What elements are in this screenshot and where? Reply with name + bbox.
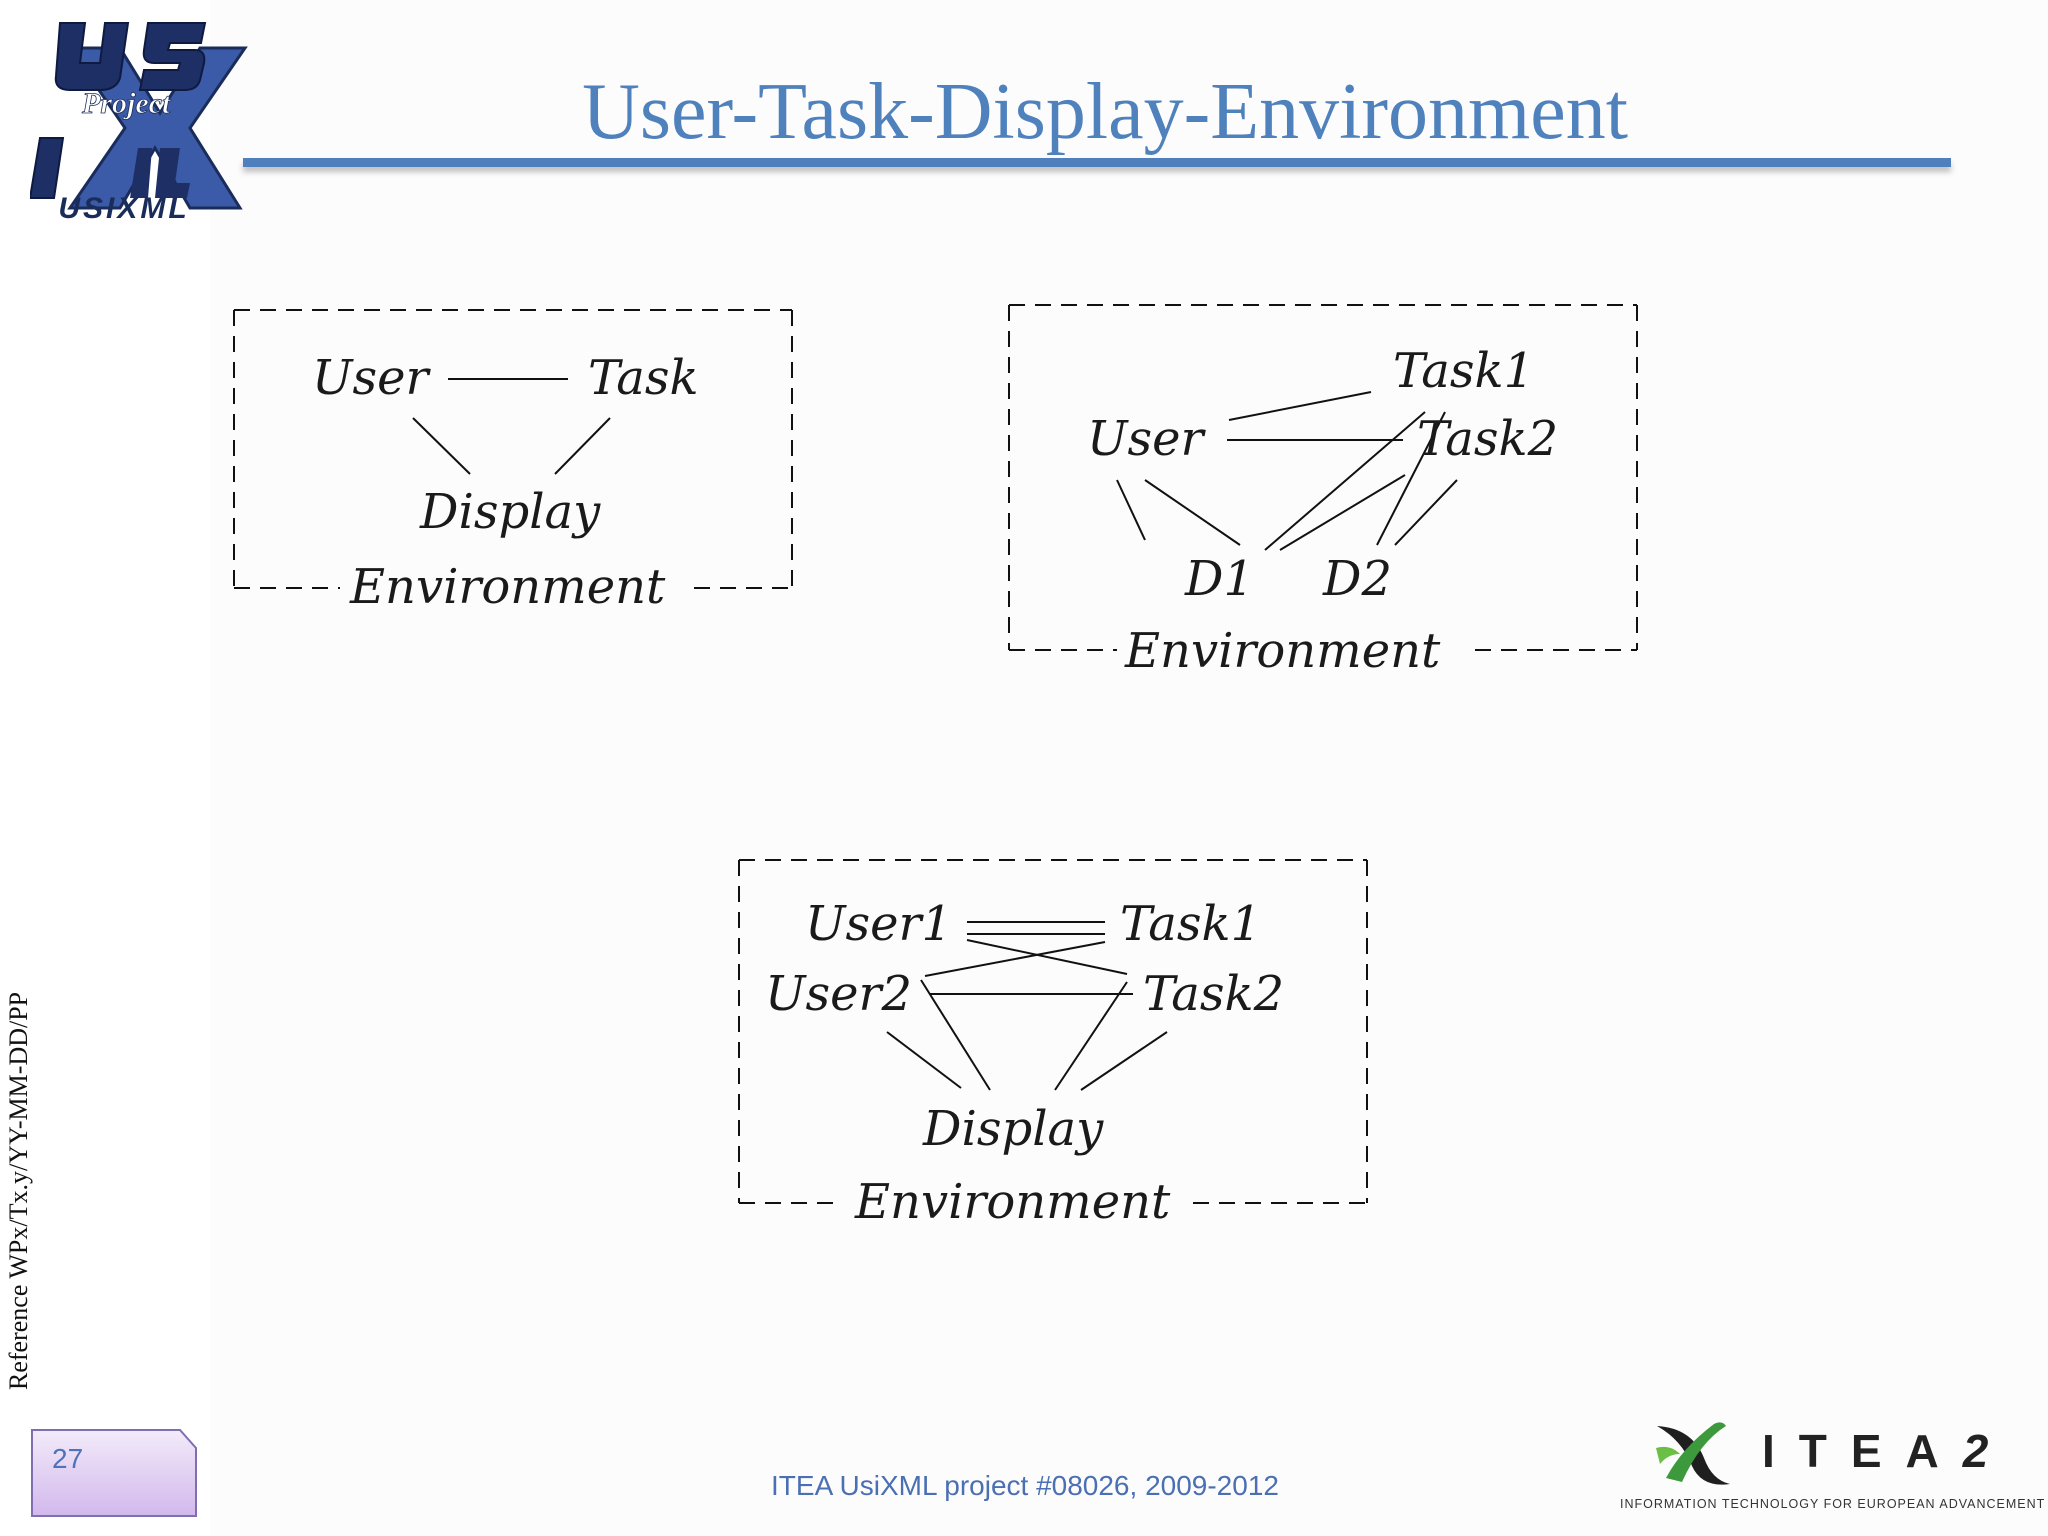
itea-swirl-icon <box>1656 1422 1730 1485</box>
page-number-box <box>31 1429 197 1517</box>
d3-display-label: Display <box>922 1101 1104 1157</box>
itea-word: ITEA <box>1762 1425 1963 1477</box>
slide-title: User-Task-Display-Environment <box>582 68 1628 156</box>
slide-footer: ITEA UsiXML project #08026, 2009-2012 <box>771 1470 1279 1501</box>
d2-environment-label: Environment <box>1124 623 1441 679</box>
logo-project-word: Project <box>81 87 172 120</box>
itea-tagline: INFORMATION TECHNOLOGY FOR EUROPEAN ADVA… <box>1620 1497 2046 1511</box>
diagram-users-tasks-display: User1 Task1 User2 Task2 Display Environm… <box>738 859 1368 1230</box>
logo-caption: USIXML <box>58 192 190 225</box>
d2-task2-label: Task2 <box>1417 411 1558 467</box>
usixml-logo: Project <box>30 22 248 210</box>
d3-user2-label: User2 <box>765 966 912 1022</box>
d3-task2-label: Task2 <box>1143 966 1284 1022</box>
d1-environment-label: Environment <box>349 559 666 615</box>
left-margin-band <box>0 0 210 1536</box>
d3-user1-label: User1 <box>805 896 952 952</box>
itea-wordmark: ITEA2 <box>1762 1424 2012 1478</box>
d2-d2-label: D2 <box>1322 551 1392 607</box>
slide-reference: Reference WPx/Tx.y/YY-MM-DD/PP <box>4 991 33 1390</box>
d1-task-label: Task <box>588 350 699 406</box>
d2-user-label: User <box>1087 411 1206 467</box>
title-underline <box>243 158 1951 167</box>
diagram-user-tasks-displays: Task1 User Task2 D1 D2 Environment <box>1008 304 1638 679</box>
d3-environment-label: Environment <box>854 1174 1171 1230</box>
d3-task1-label: Task1 <box>1120 896 1261 952</box>
d2-d1-label: D1 <box>1184 551 1254 607</box>
d1-user-label: User <box>312 350 431 406</box>
page-number: 27 <box>52 1443 84 1474</box>
itea-version-mark: 2 <box>1962 1425 2013 1477</box>
d2-task1-label: Task1 <box>1393 343 1534 399</box>
d1-display-label: Display <box>419 484 601 540</box>
diagram-user-task-display: User Task Display Environment <box>233 309 793 615</box>
